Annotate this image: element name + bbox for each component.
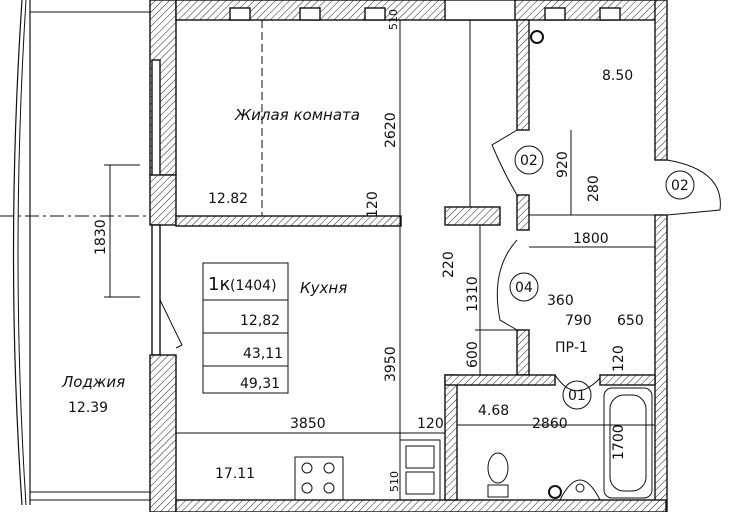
area-table	[202, 262, 289, 394]
dim-1800: 1800	[573, 231, 609, 247]
dim-3950: 3950	[383, 346, 399, 382]
door-04: 04	[515, 280, 533, 296]
doors	[159, 129, 721, 392]
stove	[294, 456, 344, 501]
kitchen-area: 17.11	[215, 466, 255, 482]
dim-360: 360	[547, 293, 574, 309]
door-tag	[514, 145, 544, 175]
hall-area: 8.50	[602, 68, 633, 84]
living-room-area: 12.82	[208, 191, 248, 207]
sink	[399, 439, 441, 501]
door-02-hall: 02	[520, 153, 538, 169]
dim-220: 220	[441, 251, 457, 278]
dim-1700: 1700	[611, 424, 627, 460]
door-tag	[562, 380, 592, 410]
riser-icon	[548, 485, 562, 499]
door-tag	[509, 272, 539, 302]
riser-icon	[530, 30, 544, 44]
door-tag	[665, 170, 695, 200]
loggia-area: 12.39	[68, 400, 108, 416]
dim-600: 600	[465, 341, 481, 368]
toilet	[487, 452, 509, 498]
dim-120: 120	[365, 191, 381, 218]
loggia-name: Лоджия	[61, 373, 125, 391]
walls	[149, 0, 668, 512]
dim-120-bath: 120	[611, 345, 627, 372]
total-area-value: 43,11	[243, 346, 283, 362]
opening-pr1: ПР-1	[555, 340, 588, 356]
dim-1310: 1310	[465, 276, 481, 312]
bathroom-area: 4.68	[478, 403, 509, 419]
kitchen-name: Кухня	[300, 279, 347, 297]
dim-2620: 2620	[383, 112, 399, 148]
dim-920: 920	[555, 151, 571, 178]
dim-510-top: 510	[387, 9, 400, 30]
apartment-code: (1404)	[230, 278, 277, 294]
loggia	[0, 0, 150, 506]
dim-2860: 2860	[532, 416, 568, 432]
dim-650: 650	[617, 313, 644, 329]
dim-3850: 3850	[290, 416, 326, 432]
dim-790: 790	[565, 313, 592, 329]
door-01: 01	[568, 388, 586, 404]
living-area-value: 12,82	[240, 313, 280, 329]
bathtub	[603, 387, 653, 499]
center-lines	[104, 20, 655, 500]
dim-120-kitchen: 120	[417, 416, 444, 432]
door-02-entrance: 02	[671, 178, 689, 194]
dim-510-sink: 510	[388, 471, 401, 492]
total-area-with-loggia-value: 49,31	[240, 376, 280, 392]
dim-280: 280	[586, 175, 602, 202]
apartment-type: 1к	[208, 274, 230, 295]
dim-1830: 1830	[93, 219, 109, 255]
living-room-name: Жилая комната	[234, 106, 360, 124]
washbasin	[559, 479, 601, 501]
